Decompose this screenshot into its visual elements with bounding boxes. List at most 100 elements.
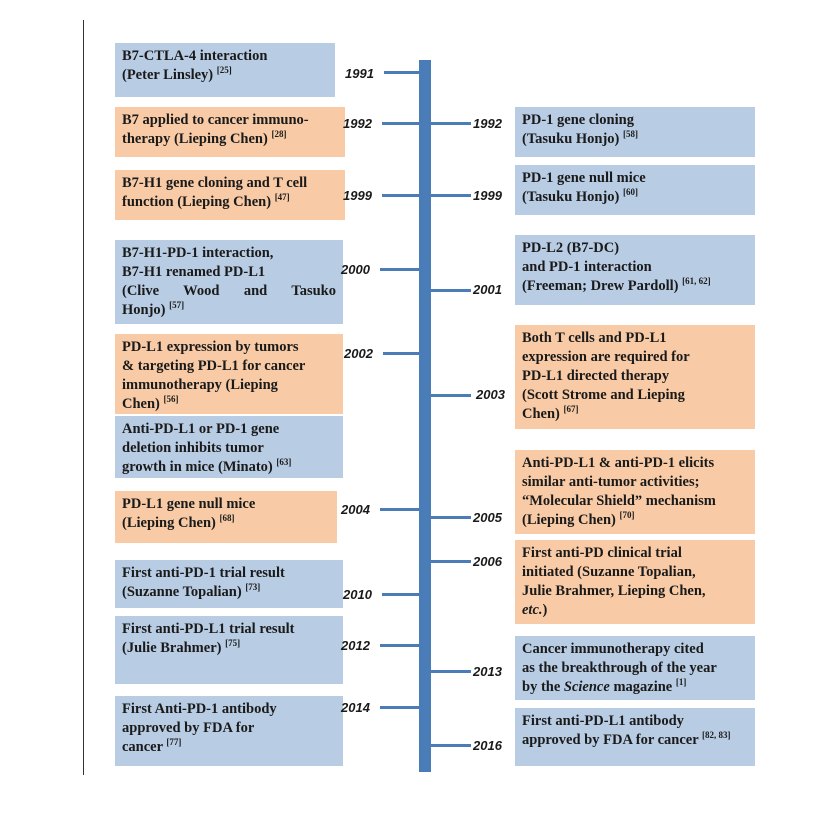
year-label: 1999 <box>343 188 372 203</box>
event-box-clinical-trial: First anti-PD clinical trial initiated (… <box>515 540 755 624</box>
event-text: therapy (Lieping Chen) <box>122 131 268 147</box>
year-label: 1992 <box>473 116 502 131</box>
event-text: Julie Brahmer, Lieping Chen, <box>522 583 706 599</box>
event-text: function (Lieping Chen) <box>122 194 272 210</box>
left-border-line <box>83 20 84 775</box>
event-text: (Tasuku Honjo) <box>522 189 620 205</box>
event-text: ) <box>542 602 548 618</box>
year-tick <box>431 394 471 397</box>
year-label: 2016 <box>473 738 502 753</box>
event-text: etc. <box>522 602 543 618</box>
event-text: (Julie Brahmer) <box>122 640 222 656</box>
year-tick <box>382 194 419 197</box>
reference: [77] <box>166 737 182 748</box>
year-tick <box>380 508 419 511</box>
year-tick <box>382 122 419 125</box>
event-box-anti-pdl1-deletion: Anti-PD-L1 or PD-1 gene deletion inhibit… <box>115 416 343 478</box>
event-box-pdl2-pd1: PD-L2 (B7-DC) and PD-1 interaction (Free… <box>515 235 755 305</box>
event-text: B7-H1 renamed PD-L1 <box>122 264 266 280</box>
year-tick <box>380 644 419 647</box>
event-text: expression are required for <box>522 349 690 365</box>
year-tick <box>431 670 471 673</box>
event-text: immunotherapy (Lieping <box>122 377 278 393</box>
event-text: magazine <box>609 679 673 695</box>
reference: [63] <box>276 457 292 468</box>
year-label: 2010 <box>343 587 372 602</box>
event-text: First anti-PD-1 trial result <box>122 565 285 581</box>
reference: [73] <box>245 582 261 593</box>
year-tick <box>431 744 471 747</box>
event-text: by the <box>522 679 561 695</box>
event-text: B7-H1 gene cloning and T cell <box>122 175 308 191</box>
event-box-b7h1-cloning: B7-H1 gene cloning and T cell function (… <box>115 170 345 220</box>
reference: [58] <box>623 129 639 140</box>
event-text: (Scott Strome and Lieping <box>522 387 685 403</box>
event-text: Cancer immunotherapy cited <box>522 641 704 657</box>
event-box-breakthrough: Cancer immunotherapy cited as the breakt… <box>515 636 755 700</box>
event-text: (Lieping Chen) <box>522 512 616 528</box>
event-text: First Anti-PD-1 antibody <box>122 701 277 717</box>
event-text: approved by FDA for cancer <box>522 732 699 748</box>
event-text: (Lieping Chen) <box>122 515 216 531</box>
year-tick <box>380 268 419 271</box>
event-box-pd1-null-mice: PD-1 gene null mice (Tasuku Honjo) [60] <box>515 165 755 215</box>
year-tick <box>383 352 419 355</box>
event-box-pdl1-null-mice: PD-L1 gene null mice (Lieping Chen) [68] <box>115 491 337 543</box>
reference: [56] <box>163 394 179 405</box>
event-text: First anti-PD-L1 antibody <box>522 713 684 729</box>
reference: [67] <box>563 404 579 415</box>
reference: [70] <box>619 510 635 521</box>
event-text: (Clive Wood and Tasuko <box>122 283 336 299</box>
event-text: B7-CTLA-4 interaction <box>122 48 268 64</box>
event-text: Chen) <box>522 406 560 422</box>
event-text: PD-1 gene null mice <box>522 170 646 186</box>
event-text: similar anti-tumor activities; <box>522 474 700 490</box>
event-text: Anti-PD-L1 & anti-PD-1 elicits <box>522 455 715 471</box>
reference: [25] <box>216 65 232 76</box>
event-text: First anti-PD clinical trial <box>522 545 682 561</box>
year-label: 2001 <box>473 282 502 297</box>
event-text: PD-1 gene cloning <box>522 112 634 128</box>
event-text: Honjo) <box>122 302 166 318</box>
year-label: 2000 <box>341 262 370 277</box>
year-label: 1999 <box>473 188 502 203</box>
event-text: approved by FDA for <box>122 720 255 736</box>
year-tick <box>431 122 471 125</box>
event-text: Both T cells and PD-L1 <box>522 330 667 346</box>
event-text: Anti-PD-L1 or PD-1 gene <box>122 421 280 437</box>
event-text: “Molecular Shield” mechanism <box>522 493 716 509</box>
event-text: B7-H1-PD-1 interaction, <box>122 245 274 261</box>
event-text: and PD-1 interaction <box>522 259 652 275</box>
event-text: deletion inhibits tumor <box>122 440 264 456</box>
event-text: growth in mice (Minato) <box>122 459 273 475</box>
year-tick <box>382 593 419 596</box>
event-box-b7h1-pd1: B7-H1-PD-1 interaction, B7-H1 renamed PD… <box>115 240 343 324</box>
event-box-b7-cancer: B7 applied to cancer immuno- therapy (Li… <box>115 107 345 157</box>
event-text: PD-L1 gene null mice <box>122 496 256 512</box>
year-label: 2014 <box>341 700 370 715</box>
reference: [68] <box>219 513 235 524</box>
event-text: as the breakthrough of the year <box>522 660 717 676</box>
event-text: PD-L1 expression by tumors <box>122 339 299 355</box>
reference: [28] <box>271 129 287 140</box>
year-tick <box>431 289 471 292</box>
event-box-pdl1-expression: PD-L1 expression by tumors & targeting P… <box>115 334 343 414</box>
reference: [61, 62] <box>682 276 711 287</box>
year-label: 1991 <box>345 66 374 81</box>
year-tick <box>431 194 471 197</box>
event-text: (Freeman; Drew Pardoll) <box>522 278 679 294</box>
event-box-anti-pd1-approved: First Anti-PD-1 antibody approved by FDA… <box>115 696 343 766</box>
year-label: 2006 <box>473 554 502 569</box>
event-text: (Tasuku Honjo) <box>522 131 620 147</box>
year-label: 2005 <box>473 510 502 525</box>
reference: [57] <box>169 300 185 311</box>
event-text: B7 applied to cancer immuno- <box>122 112 309 128</box>
event-text: cancer <box>122 739 163 755</box>
year-label: 2012 <box>341 638 370 653</box>
year-label: 2013 <box>473 664 502 679</box>
event-text: First anti-PD-L1 trial result <box>122 621 295 637</box>
reference: [82, 83] <box>702 730 731 741</box>
event-box-anti-pd1-trial: First anti-PD-1 trial result (Suzanne To… <box>115 560 343 608</box>
year-label: 2003 <box>476 387 505 402</box>
event-text: (Peter Linsley) <box>122 67 214 83</box>
